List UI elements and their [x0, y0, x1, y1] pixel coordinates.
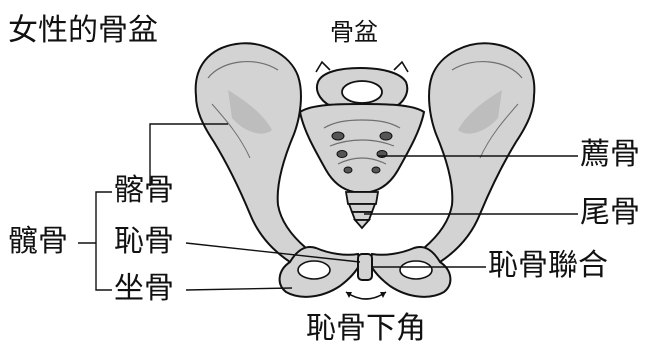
- label-ilium: 髂骨: [114, 176, 174, 206]
- left-ilium: [196, 43, 306, 262]
- diagram-title: 骨盆: [330, 20, 378, 44]
- label-coccyx: 尾骨: [580, 198, 640, 228]
- leader-ischium: [186, 288, 292, 290]
- pubic-symphysis-shape: [358, 254, 372, 280]
- hip-bone-bracket: [96, 192, 112, 290]
- sacrum: [300, 104, 424, 192]
- label-hip-bone: 髖骨: [8, 227, 68, 257]
- figure-title: 女性的骨盆: [8, 16, 158, 46]
- label-sacrum: 薦骨: [580, 140, 640, 170]
- coccyx: [346, 192, 378, 228]
- label-pubic-symphysis: 恥骨聯合: [488, 251, 608, 281]
- label-pubis: 恥骨: [114, 227, 174, 257]
- right-ilium: [424, 43, 534, 262]
- label-ischium: 坐骨: [114, 274, 174, 304]
- pubic-arch-arrow: [346, 292, 386, 299]
- lumbar-vertebra: [316, 62, 408, 108]
- label-pubic-arch: 恥骨下角: [306, 314, 426, 344]
